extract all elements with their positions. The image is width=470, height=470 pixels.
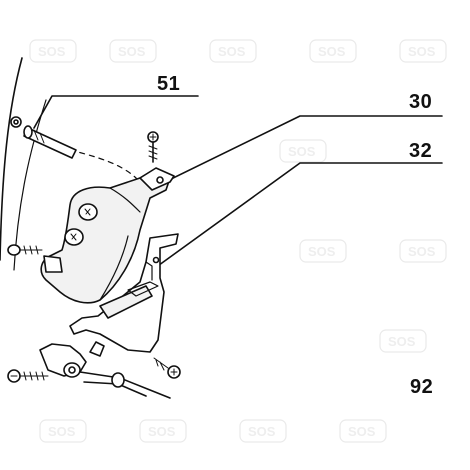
leader-line-32 <box>154 162 443 269</box>
watermark-logo: SOS <box>309 39 357 63</box>
handle-tab-icon <box>43 255 63 273</box>
watermark-logo: SOS <box>379 329 427 353</box>
watermark-logo: SOS <box>399 239 447 263</box>
svg-text:SOS: SOS <box>348 424 376 439</box>
lever-icon <box>39 341 171 399</box>
screw-icon <box>7 244 43 256</box>
callout-30: 30 <box>409 91 433 113</box>
housing-outline-left <box>0 57 23 261</box>
push-button-icon <box>78 203 98 221</box>
push-button-icon <box>64 228 84 246</box>
leader-line-51 <box>33 95 199 129</box>
svg-text:SOS: SOS <box>248 424 276 439</box>
screw-icon <box>7 369 49 383</box>
watermark-logo: SOS <box>29 39 77 63</box>
pin-icon <box>23 125 77 159</box>
watermark-logo: SOS <box>299 239 347 263</box>
watermark-logo: SOS <box>39 419 87 443</box>
svg-text:SOS: SOS <box>388 334 416 349</box>
callout-51: 51 <box>157 73 181 95</box>
svg-text:SOS: SOS <box>408 44 436 59</box>
screw-icon <box>153 357 181 379</box>
watermark-layer: SOS SOS SOS SOS SOS SOS SOS SOS SOS SOS … <box>29 39 447 443</box>
svg-text:SOS: SOS <box>288 144 316 159</box>
housing-dashed-arc <box>69 149 151 201</box>
svg-text:SOS: SOS <box>308 244 336 259</box>
svg-text:SOS: SOS <box>408 244 436 259</box>
watermark-logo: SOS <box>339 419 387 443</box>
svg-text:SOS: SOS <box>218 44 246 59</box>
ring-icon <box>10 116 22 128</box>
watermark-logo: SOS <box>109 39 157 63</box>
svg-text:SOS: SOS <box>318 44 346 59</box>
svg-text:SOS: SOS <box>148 424 176 439</box>
svg-text:SOS: SOS <box>118 44 146 59</box>
callout-92: 92 <box>410 376 434 398</box>
screw-icon <box>147 131 159 163</box>
svg-text:SOS: SOS <box>38 44 66 59</box>
handle-body-icon <box>40 167 175 304</box>
watermark-logo: SOS <box>279 139 327 163</box>
watermark-logo: SOS <box>209 39 257 63</box>
leader-line-30 <box>119 115 443 205</box>
svg-text:SOS: SOS <box>48 424 76 439</box>
watermark-logo: SOS <box>239 419 287 443</box>
bracket-icon <box>69 233 179 353</box>
watermark-logo: SOS <box>139 419 187 443</box>
watermark-logo: SOS <box>399 39 447 63</box>
callout-32: 32 <box>409 140 433 162</box>
